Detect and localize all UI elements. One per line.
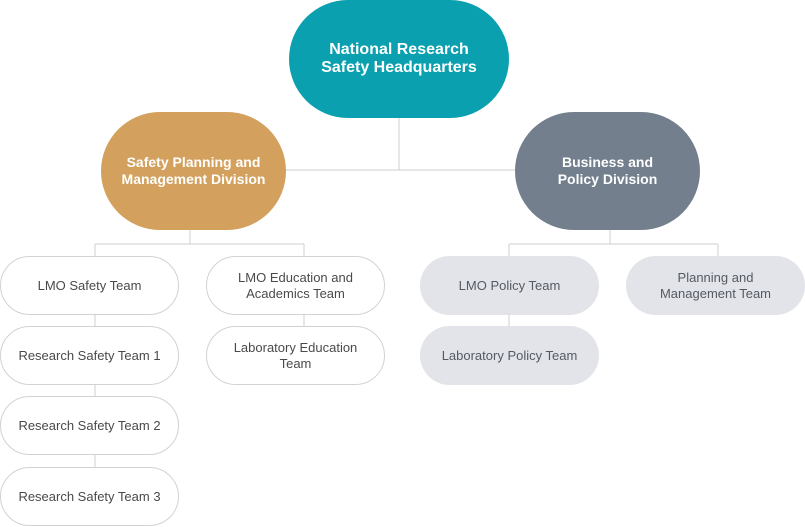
lab-education-team-label: Laboratory Education Team: [233, 339, 358, 371]
lmo-policy-team-label: LMO Policy Team: [458, 277, 561, 293]
lmo-safety-team-label: LMO Safety Team: [37, 277, 142, 293]
business-division-node: Business and Policy Division: [515, 112, 700, 230]
research-safety-team-2-node: Research Safety Team 2: [0, 396, 179, 455]
lmo-safety-team-node: LMO Safety Team: [0, 256, 179, 315]
lab-policy-team-node: Laboratory Policy Team: [420, 326, 599, 385]
safety-division-node: Safety Planning and Management Division: [101, 112, 286, 230]
planning-team-node: Planning and Management Team: [626, 256, 805, 315]
safety-division-label: Safety Planning and Management Division: [121, 154, 266, 187]
lmo-policy-team-node: LMO Policy Team: [420, 256, 599, 315]
lmo-education-team-node: LMO Education and Academics Team: [206, 256, 385, 315]
business-division-label: Business and Policy Division: [557, 154, 658, 187]
research-safety-team-1-node: Research Safety Team 1: [0, 326, 179, 385]
research-safety-team-3-node: Research Safety Team 3: [0, 467, 179, 526]
headquarters-label: National Research Safety Headquarters: [321, 41, 477, 76]
lab-policy-team-label: Laboratory Policy Team: [441, 347, 578, 363]
lmo-education-team-label: LMO Education and Academics Team: [238, 269, 353, 301]
lab-education-team-node: Laboratory Education Team: [206, 326, 385, 385]
research-safety-team-3-label: Research Safety Team 3: [18, 488, 161, 504]
research-safety-team-1-label: Research Safety Team 1: [18, 347, 161, 363]
research-safety-team-2-label: Research Safety Team 2: [18, 417, 161, 433]
planning-team-label: Planning and Management Team: [659, 269, 772, 301]
headquarters-node: National Research Safety Headquarters: [289, 0, 509, 118]
